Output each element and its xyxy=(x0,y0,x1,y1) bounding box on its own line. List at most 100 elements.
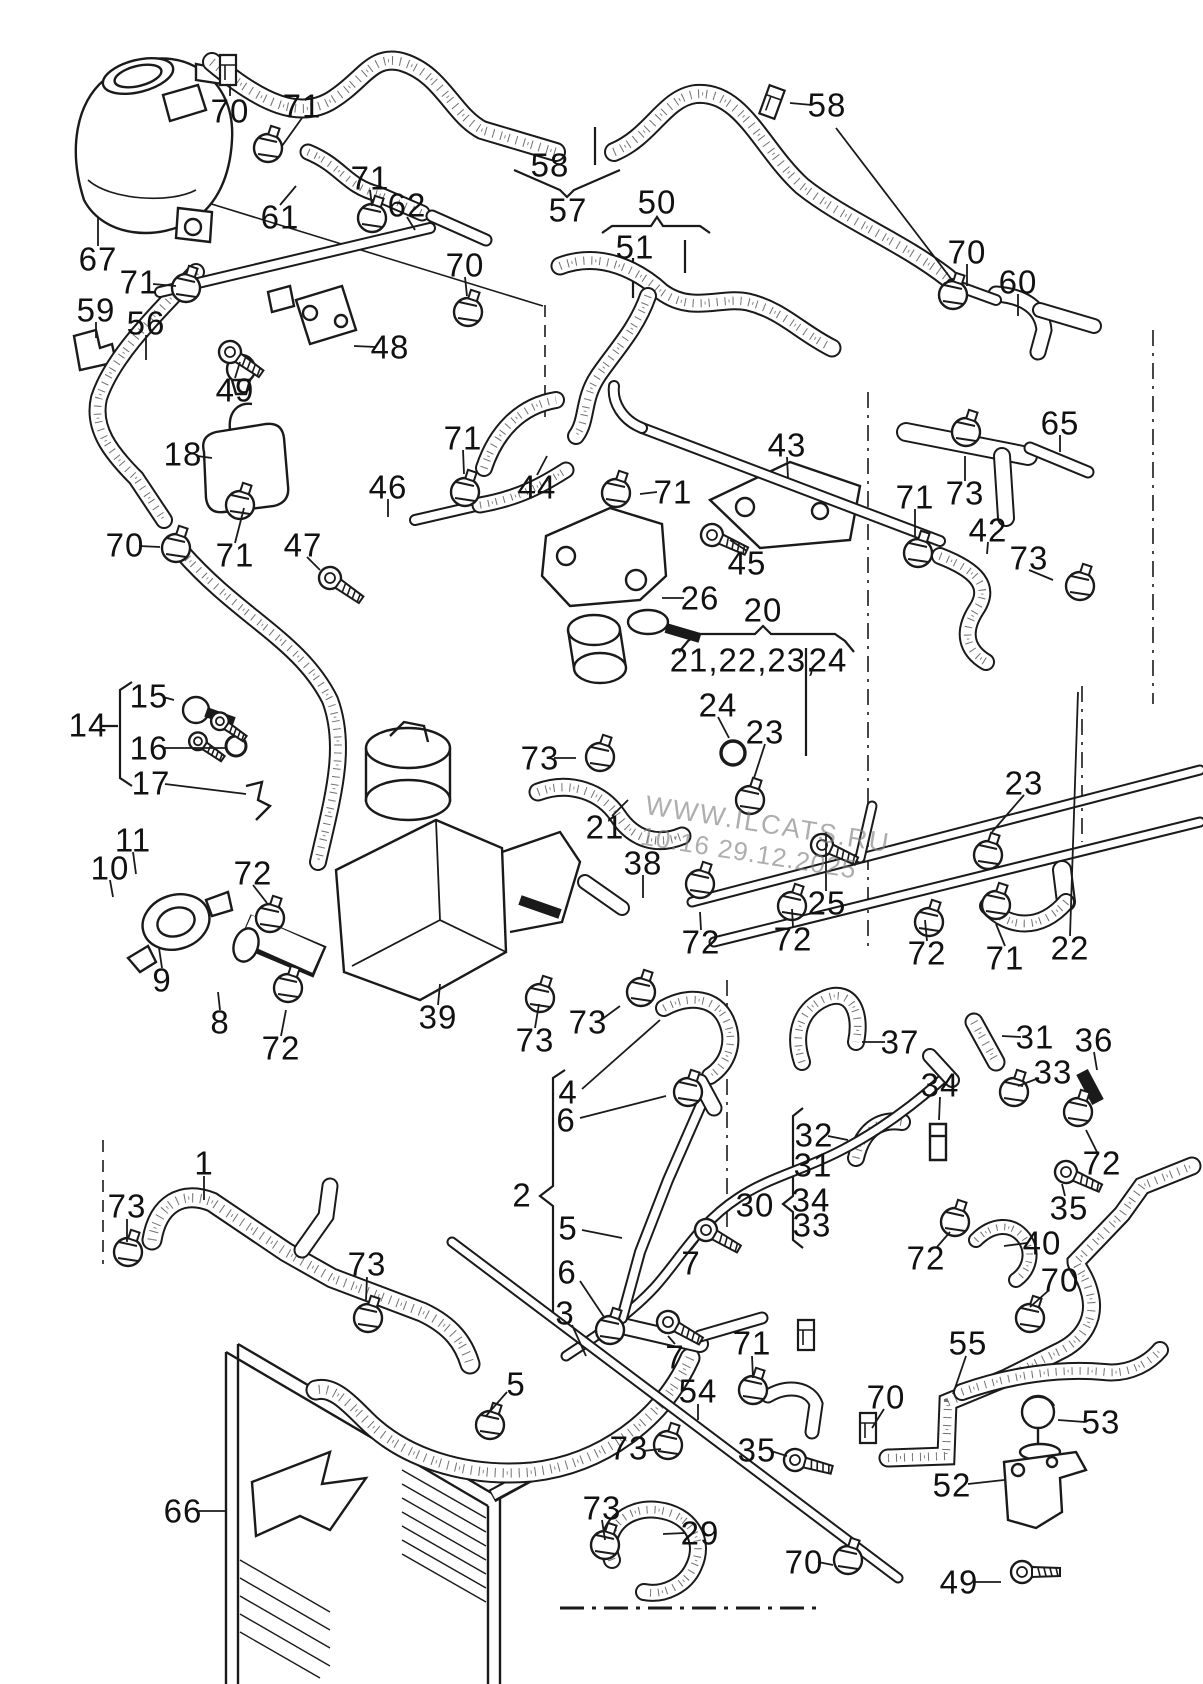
callout-73[interactable]: 73 xyxy=(945,474,985,512)
callout-60[interactable]: 60 xyxy=(998,263,1038,301)
callout-72[interactable]: 72 xyxy=(1082,1144,1122,1182)
callout-44[interactable]: 44 xyxy=(517,468,557,506)
callout-55[interactable]: 55 xyxy=(948,1324,988,1362)
callout-25[interactable]: 25 xyxy=(807,884,847,922)
callout-73[interactable]: 73 xyxy=(347,1245,387,1283)
callout-16[interactable]: 16 xyxy=(129,729,169,767)
callout-72[interactable]: 72 xyxy=(261,1029,301,1067)
callout-65[interactable]: 65 xyxy=(1040,404,1080,442)
callout-72[interactable]: 72 xyxy=(233,854,273,892)
callout-71[interactable]: 71 xyxy=(215,536,255,574)
callout-34[interactable]: 34 xyxy=(791,1181,831,1219)
callout-54[interactable]: 54 xyxy=(678,1372,718,1410)
callout-70[interactable]: 70 xyxy=(784,1543,824,1581)
callout-53[interactable]: 53 xyxy=(1081,1403,1121,1441)
callout-21[interactable]: 21 xyxy=(585,808,625,846)
callout-73[interactable]: 73 xyxy=(568,1003,608,1041)
callout-14[interactable]: 14 xyxy=(68,706,108,744)
callout-26[interactable]: 26 xyxy=(680,579,720,617)
callout-5[interactable]: 5 xyxy=(506,1365,526,1403)
callout-58[interactable]: 58 xyxy=(807,86,847,124)
callout-59[interactable]: 59 xyxy=(76,291,116,329)
callout-33[interactable]: 33 xyxy=(1033,1053,1073,1091)
callout-23[interactable]: 23 xyxy=(1004,764,1044,802)
callout-52[interactable]: 52 xyxy=(932,1466,972,1504)
callout-33[interactable]: 33 xyxy=(792,1206,832,1244)
callout-71[interactable]: 71 xyxy=(653,473,693,511)
callout-39[interactable]: 39 xyxy=(418,998,458,1036)
callout-24[interactable]: 24 xyxy=(698,686,738,724)
callout-50[interactable]: 50 xyxy=(637,183,677,221)
callout-37[interactable]: 37 xyxy=(880,1023,920,1061)
callout-73[interactable]: 73 xyxy=(520,739,560,777)
callout-73[interactable]: 73 xyxy=(1009,539,1049,577)
callout-48[interactable]: 48 xyxy=(370,328,410,366)
callout-56[interactable]: 56 xyxy=(126,304,166,342)
callout-72[interactable]: 72 xyxy=(906,1239,946,1277)
callout-70[interactable]: 70 xyxy=(866,1378,906,1416)
callout-71[interactable]: 71 xyxy=(282,87,322,125)
callout-11[interactable]: 11 xyxy=(114,821,152,859)
callout-1[interactable]: 1 xyxy=(194,1144,214,1182)
callout-47[interactable]: 47 xyxy=(283,526,323,564)
callout-72[interactable]: 72 xyxy=(773,920,813,958)
callout-21-22-23-[interactable]: 21,22,23, xyxy=(669,641,817,679)
callout-73[interactable]: 73 xyxy=(582,1489,622,1527)
callout-70[interactable]: 70 xyxy=(210,92,250,130)
callout-3[interactable]: 3 xyxy=(555,1294,575,1332)
callout-36[interactable]: 36 xyxy=(1074,1021,1114,1059)
callout-29[interactable]: 29 xyxy=(680,1514,720,1552)
callout-31[interactable]: 31 xyxy=(1015,1018,1055,1056)
callout-49[interactable]: 49 xyxy=(939,1563,979,1601)
callout-71[interactable]: 71 xyxy=(732,1324,772,1362)
callout-73[interactable]: 73 xyxy=(107,1187,147,1225)
callout-35[interactable]: 35 xyxy=(1049,1189,1089,1227)
callout-70[interactable]: 70 xyxy=(1040,1261,1080,1299)
callout-72[interactable]: 72 xyxy=(681,923,721,961)
callout-71[interactable]: 71 xyxy=(985,939,1025,977)
callout-10[interactable]: 10 xyxy=(90,849,130,887)
callout-61[interactable]: 61 xyxy=(260,198,300,236)
callout-31[interactable]: 31 xyxy=(793,1146,833,1184)
callout-71[interactable]: 71 xyxy=(350,159,390,197)
callout-6[interactable]: 6 xyxy=(557,1253,577,1291)
callout-46[interactable]: 46 xyxy=(368,468,408,506)
callout-20[interactable]: 20 xyxy=(743,591,783,629)
callout-67[interactable]: 67 xyxy=(78,240,118,278)
callout-23[interactable]: 23 xyxy=(745,713,785,751)
callout-22[interactable]: 22 xyxy=(1050,929,1090,967)
callout-51[interactable]: 51 xyxy=(615,228,655,266)
callout-72[interactable]: 72 xyxy=(907,934,947,972)
callout-71[interactable]: 71 xyxy=(119,263,159,301)
callout-71[interactable]: 71 xyxy=(443,419,483,457)
callout-38[interactable]: 38 xyxy=(623,844,663,882)
callout-66[interactable]: 66 xyxy=(163,1492,203,1530)
callout-71[interactable]: 71 xyxy=(895,478,935,516)
callout-30[interactable]: 30 xyxy=(735,1186,775,1224)
callout-70[interactable]: 70 xyxy=(445,246,485,284)
callout-70[interactable]: 70 xyxy=(105,526,145,564)
callout-73[interactable]: 73 xyxy=(515,1021,555,1059)
callout-18[interactable]: 18 xyxy=(163,435,203,473)
callout-58[interactable]: 58 xyxy=(530,146,570,184)
callout-34[interactable]: 34 xyxy=(920,1066,960,1104)
callout-5[interactable]: 5 xyxy=(558,1209,578,1247)
callout-15[interactable]: 15 xyxy=(129,677,169,715)
callout-24[interactable]: 24 xyxy=(808,641,848,679)
callout-9[interactable]: 9 xyxy=(152,961,172,999)
callout-45[interactable]: 45 xyxy=(727,544,767,582)
callout-35[interactable]: 35 xyxy=(737,1431,777,1469)
callout-32[interactable]: 32 xyxy=(794,1116,834,1154)
callout-43[interactable]: 43 xyxy=(767,426,807,464)
callout-42[interactable]: 42 xyxy=(968,511,1008,549)
callout-7[interactable]: 7 xyxy=(681,1244,701,1282)
callout-73[interactable]: 73 xyxy=(609,1429,649,1467)
callout-17[interactable]: 17 xyxy=(131,764,171,802)
callout-49[interactable]: 49 xyxy=(215,371,255,409)
callout-8[interactable]: 8 xyxy=(210,1003,230,1041)
callout-4[interactable]: 4 xyxy=(558,1073,578,1111)
callout-2[interactable]: 2 xyxy=(512,1176,532,1214)
callout-6[interactable]: 6 xyxy=(556,1101,576,1139)
callout-7[interactable]: 7 xyxy=(665,1338,685,1376)
callout-62[interactable]: 62 xyxy=(387,186,427,224)
